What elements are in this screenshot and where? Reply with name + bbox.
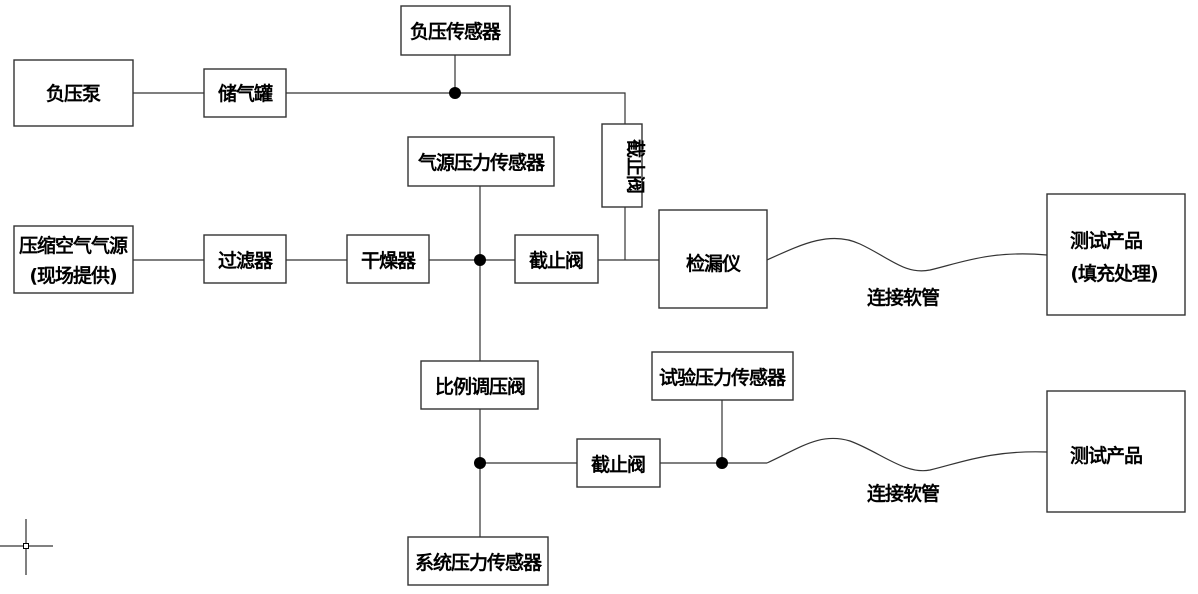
node-gas-tank: 储气罐 [203, 68, 287, 118]
label-vacuum-pump: 负压泵 [46, 82, 101, 105]
node-system-pressure-sensor: 系统压力传感器 [407, 536, 549, 586]
hose-upper [766, 237, 1048, 272]
node-vacuum-pump: 负压泵 [13, 59, 134, 127]
node-test-product: 测试产品 [1046, 390, 1186, 513]
label-compressed-air-source-line1: 压缩空气气源 [19, 234, 128, 257]
junction-system [474, 457, 486, 469]
junction-source [474, 254, 486, 266]
node-shutoff-valve-upper: 截止阀 [514, 234, 599, 284]
label-hose-upper: 连接软管 [867, 286, 940, 309]
label-vacuum-sensor: 负压传感器 [410, 20, 502, 43]
node-source-pressure-sensor: 气源压力传感器 [407, 136, 555, 187]
label-source-pressure-sensor: 气源压力传感器 [417, 151, 546, 174]
label-shutoff-valve-vertical: 截止阀 [624, 139, 647, 193]
label-shutoff-valve-lower: 截止阀 [591, 453, 645, 476]
label-test-product-filled-line2: (填充处理) [1070, 262, 1158, 285]
node-shutoff-valve-lower: 截止阀 [576, 438, 661, 488]
node-test-pressure-sensor: 试验压力传感器 [651, 351, 794, 401]
node-proportional-valve: 比例调压阀 [420, 360, 539, 410]
label-proportional-valve: 比例调压阀 [435, 375, 525, 398]
label-shutoff-valve-upper: 截止阀 [529, 249, 583, 272]
wire-tank-valve [286, 92, 626, 124]
label-compressed-air-source-line2: (现场提供) [29, 264, 117, 287]
label-test-pressure-sensor: 试验压力传感器 [659, 366, 787, 389]
node-filter: 过滤器 [203, 234, 287, 284]
label-hose-lower: 连接软管 [867, 482, 940, 505]
node-leak-detector: 检漏仪 [658, 209, 768, 309]
junction-test [716, 457, 728, 469]
node-dryer: 干燥器 [346, 234, 430, 284]
label-leak-detector: 检漏仪 [686, 252, 742, 275]
crosshair-cursor-icon [0, 519, 53, 575]
node-test-product-filled: 测试产品 (填充处理) [1046, 193, 1186, 316]
label-system-pressure-sensor: 系统压力传感器 [415, 551, 543, 574]
node-vacuum-sensor: 负压传感器 [400, 5, 511, 56]
label-gas-tank: 储气罐 [218, 82, 273, 105]
junction-vacuum [449, 87, 461, 99]
label-filter: 过滤器 [218, 250, 274, 272]
wires [133, 55, 1048, 537]
label-dryer: 干燥器 [361, 250, 417, 272]
hose-lower [766, 437, 1048, 472]
label-test-product-filled-line1: 测试产品 [1070, 229, 1142, 252]
node-compressed-air-source: 压缩空气气源 (现场提供) [13, 225, 134, 294]
label-test-product: 测试产品 [1070, 444, 1142, 467]
node-shutoff-valve-vertical: 截止阀 [601, 123, 647, 208]
